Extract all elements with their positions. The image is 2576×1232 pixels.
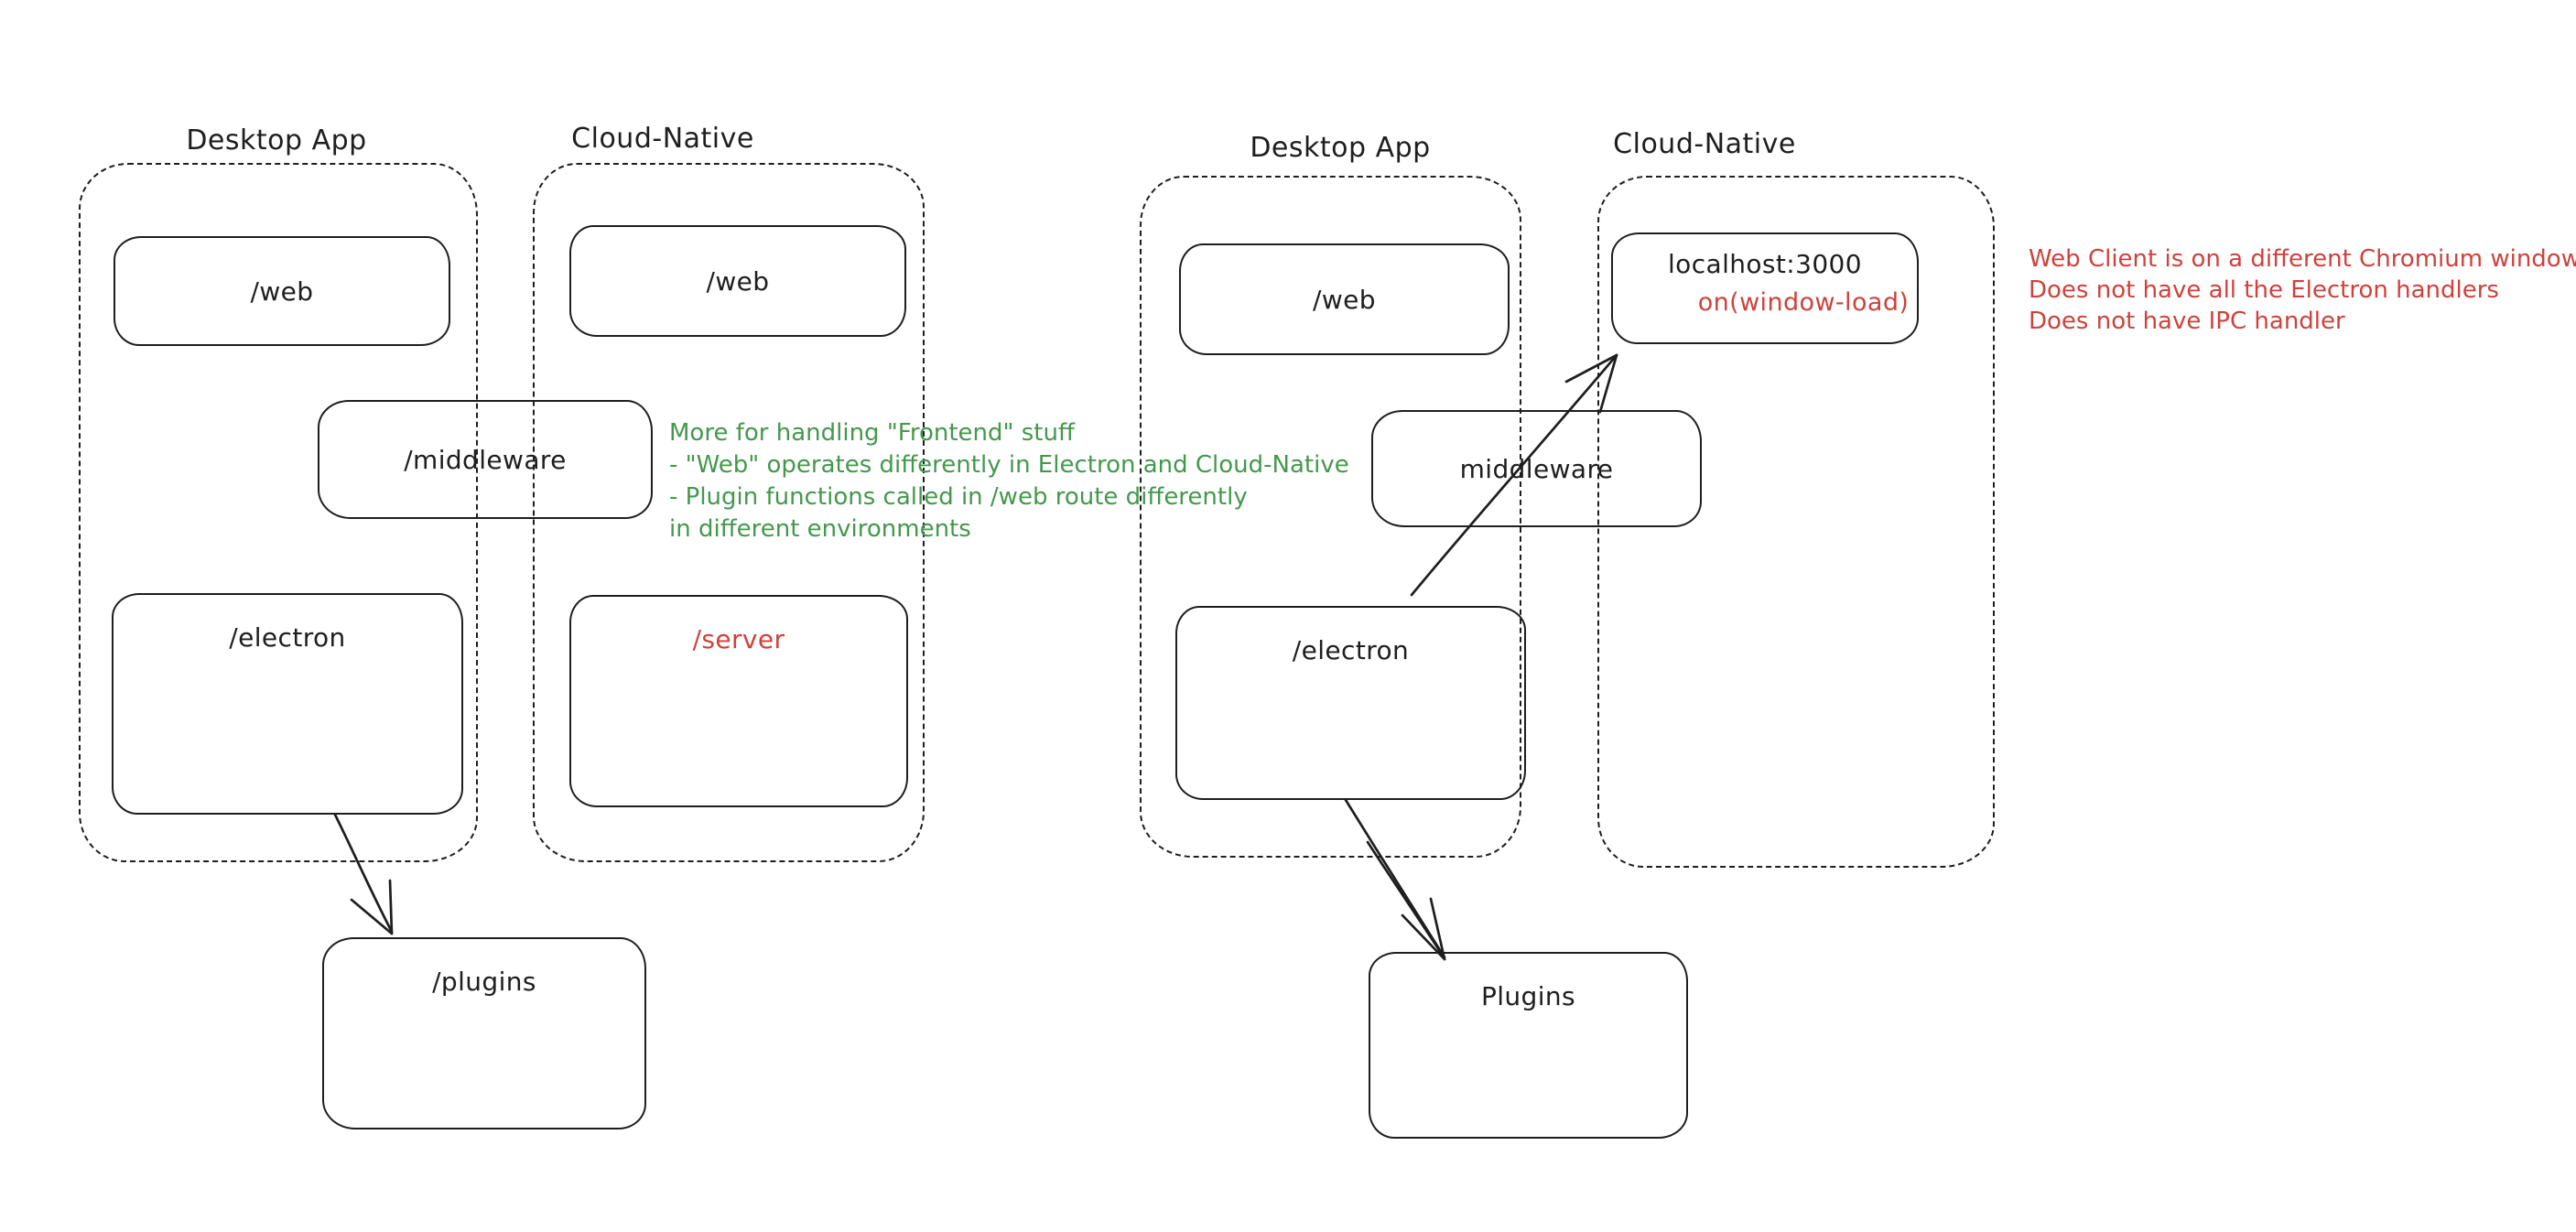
red-note-line-3: Does not have IPC handler <box>2029 308 2345 335</box>
left-electron-box[interactable]: /electron <box>112 593 463 815</box>
left-cloud-native-label[interactable]: Cloud-Native <box>571 123 754 155</box>
left-desktop-app-label[interactable]: Desktop App <box>186 124 367 157</box>
left-server-label: /server <box>692 624 785 654</box>
green-note-line-1: More for handling "Frontend" stuff <box>669 419 1075 447</box>
left-desktop-app-container[interactable] <box>79 163 478 862</box>
left-cloud-web-label: /web <box>706 265 770 297</box>
left-desktop-web-box[interactable]: /web <box>114 236 450 346</box>
right-cloud-native-label[interactable]: Cloud-Native <box>1613 128 1796 160</box>
red-note-line-1: Web Client is on a different Chromium wi… <box>2029 245 2576 273</box>
green-note-line-4: in different environments <box>669 515 971 543</box>
right-localhost-box[interactable]: localhost:3000 on(window-load) <box>1611 232 1919 344</box>
right-localhost-label: localhost:3000 <box>1668 249 1862 279</box>
right-electron-label: /electron <box>1292 635 1410 665</box>
right-middleware-box[interactable]: middleware <box>1371 410 1702 527</box>
right-desktop-app-label[interactable]: Desktop App <box>1250 132 1431 164</box>
left-plugins-box[interactable]: /plugins <box>322 937 646 1129</box>
right-web-label: /web <box>1313 284 1376 315</box>
right-plugins-box[interactable]: Plugins <box>1369 952 1688 1139</box>
left-electron-label: /electron <box>229 622 346 653</box>
left-middleware-box[interactable]: /middleware <box>318 400 653 519</box>
green-note-line-2: - "Web" operates differently in Electron… <box>669 451 1349 479</box>
green-note[interactable]: More for handling "Frontend" stuff - "We… <box>669 417 1349 546</box>
red-note-line-2: Does not have all the Electron handlers <box>2029 276 2499 304</box>
right-plugins-label: Plugins <box>1480 981 1576 1011</box>
left-cloud-web-box[interactable]: /web <box>569 225 906 337</box>
right-web-box[interactable]: /web <box>1179 243 1510 355</box>
green-note-line-3: - Plugin functions called in /web route … <box>669 483 1248 511</box>
left-desktop-web-label: /web <box>250 276 314 307</box>
right-middleware-label: middleware <box>1459 453 1614 484</box>
left-middleware-label: /middleware <box>404 444 567 475</box>
left-server-box[interactable]: /server <box>569 595 908 807</box>
red-note[interactable]: Web Client is on a different Chromium wi… <box>2029 243 2576 337</box>
right-window-load-label: on(window-load) <box>1697 288 1910 317</box>
left-cloud-native-container[interactable] <box>533 163 925 862</box>
right-electron-box[interactable]: /electron <box>1175 606 1526 800</box>
left-plugins-label: /plugins <box>432 967 536 997</box>
